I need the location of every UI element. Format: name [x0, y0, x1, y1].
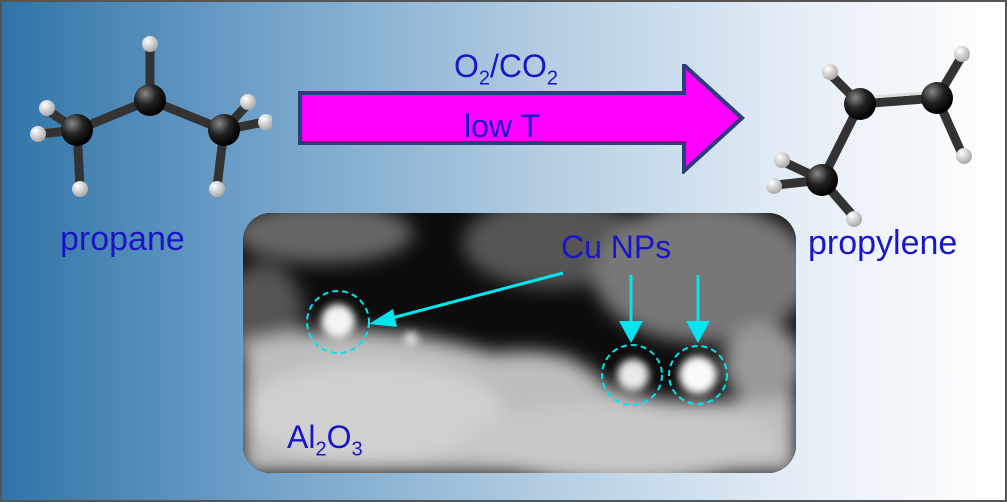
stem-micrograph: Cu NPs Al2O3	[243, 213, 796, 473]
propane-label: propane	[60, 220, 185, 258]
cu-nps-label: Cu NPs	[561, 229, 672, 265]
propylene-molecule	[766, 46, 972, 227]
temperature-label: low T	[464, 108, 540, 144]
al2o3-label: Al2O3	[287, 419, 363, 461]
reaction-arrow	[298, 64, 745, 174]
conditions-label: O2/CO2	[454, 48, 559, 90]
propane-molecule	[30, 36, 272, 197]
propylene-label: propylene	[808, 224, 958, 262]
